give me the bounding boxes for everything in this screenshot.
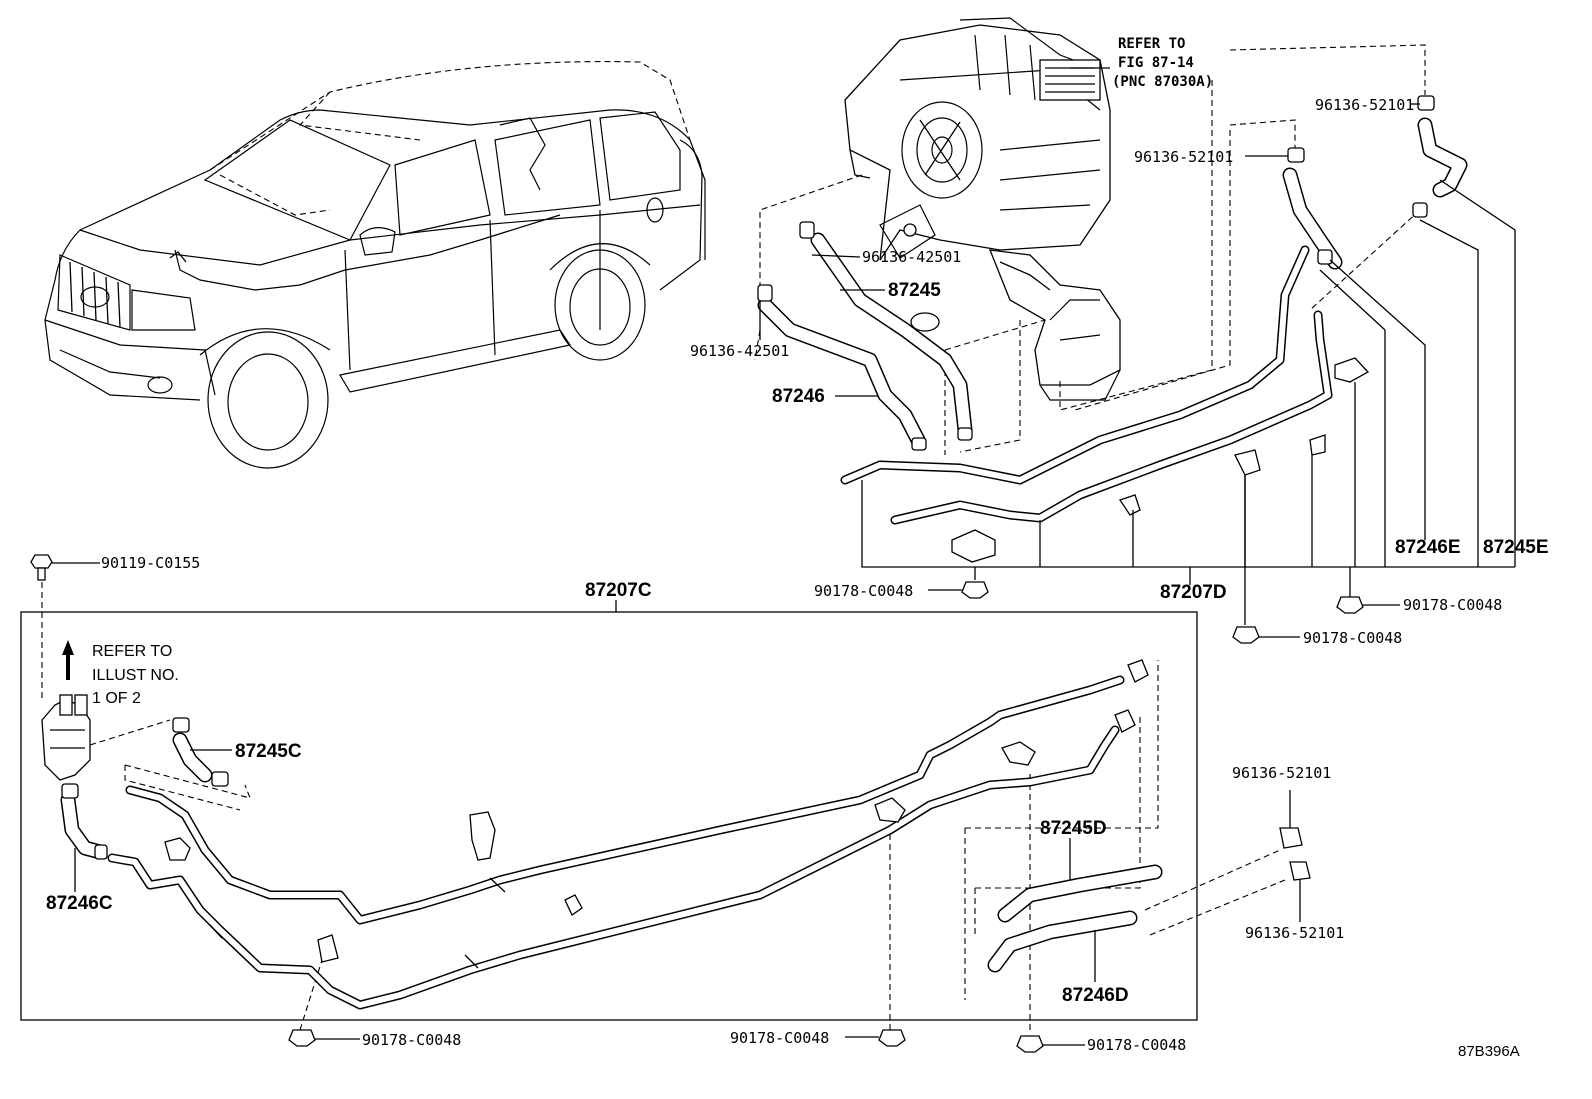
hose-clip-icon: [911, 437, 927, 451]
refer-to-fig-line1: REFER TO: [1118, 36, 1185, 52]
nut-icon: [1232, 626, 1260, 644]
hose-clip-icon: [1279, 827, 1303, 849]
label-90178-C0048-lower-mid: 90178-C0048: [730, 1029, 829, 1047]
hose-clip-icon: [61, 783, 79, 799]
pipe-clamp-icon: [564, 894, 583, 916]
refer-to-fig-line3: (PNC 87030A): [1112, 74, 1213, 90]
figure-code: 87B396A: [1458, 1043, 1520, 1060]
pipe-clamp-icon: [1118, 494, 1141, 516]
label-96136-42501-right: 96136-42501: [862, 248, 961, 266]
label-90178-C0048-lower-right: 90178-C0048: [1087, 1036, 1186, 1054]
pipe-clamp-icon: [874, 797, 906, 823]
label-87246C: 87246C: [46, 893, 113, 914]
pipe-clamp-icon: [1127, 659, 1149, 683]
label-96136-52101-lower-bottom: 96136-52101: [1245, 924, 1344, 942]
label-96136-52101-lower-top: 96136-52101: [1232, 764, 1331, 782]
heater-unit-assembly: [844, 17, 1111, 261]
label-87207D: 87207D: [1160, 582, 1227, 603]
hose-clip-icon: [957, 427, 973, 441]
heater-core-assembly: [988, 249, 1121, 401]
label-87246: 87246: [772, 386, 825, 407]
nut-icon: [878, 1029, 906, 1047]
hose-clip-icon: [172, 717, 190, 733]
label-90178-C0048-lower-left: 90178-C0048: [362, 1031, 461, 1049]
pipe-clamp-icon: [1309, 434, 1326, 456]
label-90178-C0048-upper-left: 90178-C0048: [814, 582, 913, 600]
hose-clip-icon: [1417, 95, 1435, 111]
hose-clip-icon: [799, 221, 815, 239]
refer-to-illust-line3: 1 OF 2: [92, 690, 141, 707]
label-87246D: 87246D: [1062, 985, 1129, 1006]
pipe-clamp-icon: [1001, 741, 1036, 766]
nut-icon: [961, 581, 989, 599]
label-96136-42501-left: 96136-42501: [690, 342, 789, 360]
vehicle-illustration: [44, 61, 706, 469]
assembly-87207C-frame: [20, 611, 1198, 1021]
hose-clip-icon: [94, 844, 108, 860]
nut-icon: [288, 1029, 316, 1047]
hose-clip-icon: [1289, 861, 1311, 881]
hose-clamp-icon: [910, 312, 940, 332]
pipe-clamp-icon: [1234, 449, 1261, 476]
label-96136-52101-top: 96136-52101: [1315, 96, 1414, 114]
hose-clip-icon: [757, 284, 773, 302]
label-87245: 87245: [888, 280, 941, 301]
hose-clip-icon: [211, 771, 229, 787]
hose-clip-icon: [1412, 202, 1428, 218]
pipe-clamp-icon: [951, 529, 996, 563]
nut-icon: [1016, 1035, 1044, 1053]
refer-to-illust-line2: ILLUST NO.: [92, 667, 179, 684]
lower-piping: [41, 659, 1311, 1031]
up-arrow-icon: [62, 640, 74, 680]
hose-clip-icon: [1287, 147, 1305, 163]
hose-clip-icon: [1317, 249, 1333, 265]
nut-icon: [1336, 596, 1364, 614]
pipe-clamp-icon: [1114, 709, 1136, 733]
pipe-clamp-icon: [317, 934, 339, 963]
pipe-clamp-icon: [1334, 357, 1370, 383]
pipe-clamp-icon: [164, 837, 191, 861]
label-90178-C0048-upper-mid: 90178-C0048: [1303, 629, 1402, 647]
label-87245C: 87245C: [235, 741, 302, 762]
refer-to-fig-line2: FIG 87-14: [1118, 55, 1194, 71]
label-90178-C0048-upper-right: 90178-C0048: [1403, 596, 1502, 614]
label-87245D: 87245D: [1040, 818, 1107, 839]
label-96136-52101-mid: 96136-52101: [1134, 148, 1233, 166]
label-87245E: 87245E: [1483, 537, 1549, 558]
label-87207C: 87207C: [585, 580, 652, 601]
bolt-icon: [30, 554, 53, 581]
label-90119-C0155: 90119-C0155: [101, 554, 200, 572]
pipe-clamp-icon: [469, 811, 496, 861]
refer-to-illust-line1: REFER TO: [92, 643, 172, 660]
label-87246E: 87246E: [1395, 537, 1461, 558]
